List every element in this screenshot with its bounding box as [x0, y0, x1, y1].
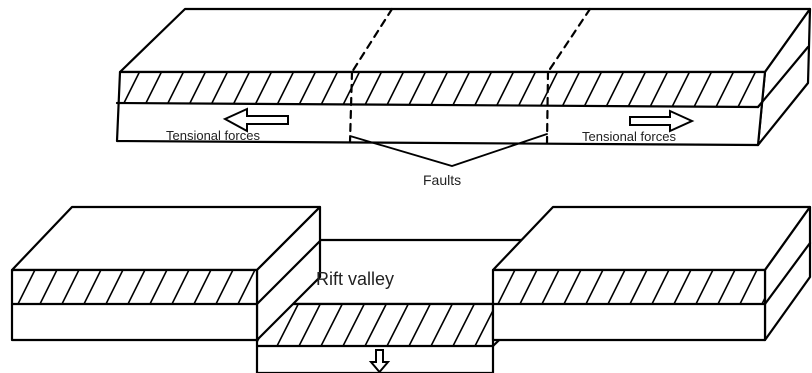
top-block-surface [120, 9, 810, 72]
faults-label: Faults [423, 172, 461, 188]
right-block-surface [493, 207, 810, 270]
rift-valley-label: Rift valley [316, 269, 394, 289]
left-horst-block [0, 207, 320, 340]
top-crust-block [76, 9, 812, 145]
tensional-forces-label-left: Tensional forces [166, 128, 260, 143]
tensional-forces-label-right: Tensional forces [582, 129, 676, 144]
right-horst-block [452, 207, 812, 340]
